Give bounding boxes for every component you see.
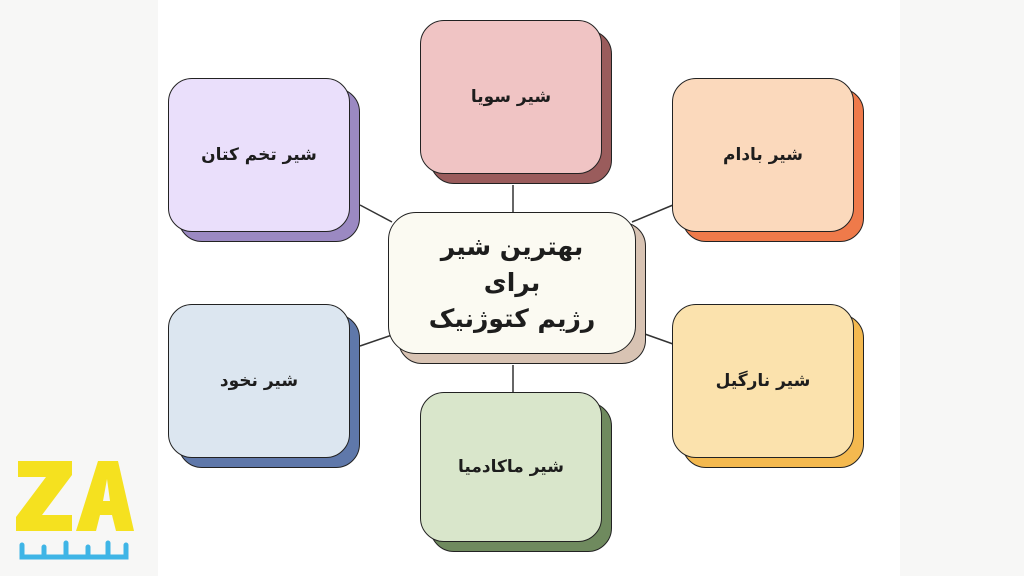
center-line-2: برای: [483, 267, 541, 297]
node-label: شیر نارگیل: [672, 304, 854, 458]
node-label: شیر تخم کتان: [168, 78, 350, 232]
node-label: شیر نخود: [168, 304, 350, 458]
center-line-3: رژیم کتوژنیک: [428, 304, 596, 334]
center-line-1: بهترین شیر: [440, 231, 584, 261]
node-label: شیر ماکادمیا: [420, 392, 602, 542]
node-label: شیر سویا: [420, 20, 602, 174]
brand-logo: [16, 461, 134, 560]
node-label: شیر بادام: [672, 78, 854, 232]
center-title: بهترین شیر برای رژیم کتوژنیک: [388, 212, 636, 354]
